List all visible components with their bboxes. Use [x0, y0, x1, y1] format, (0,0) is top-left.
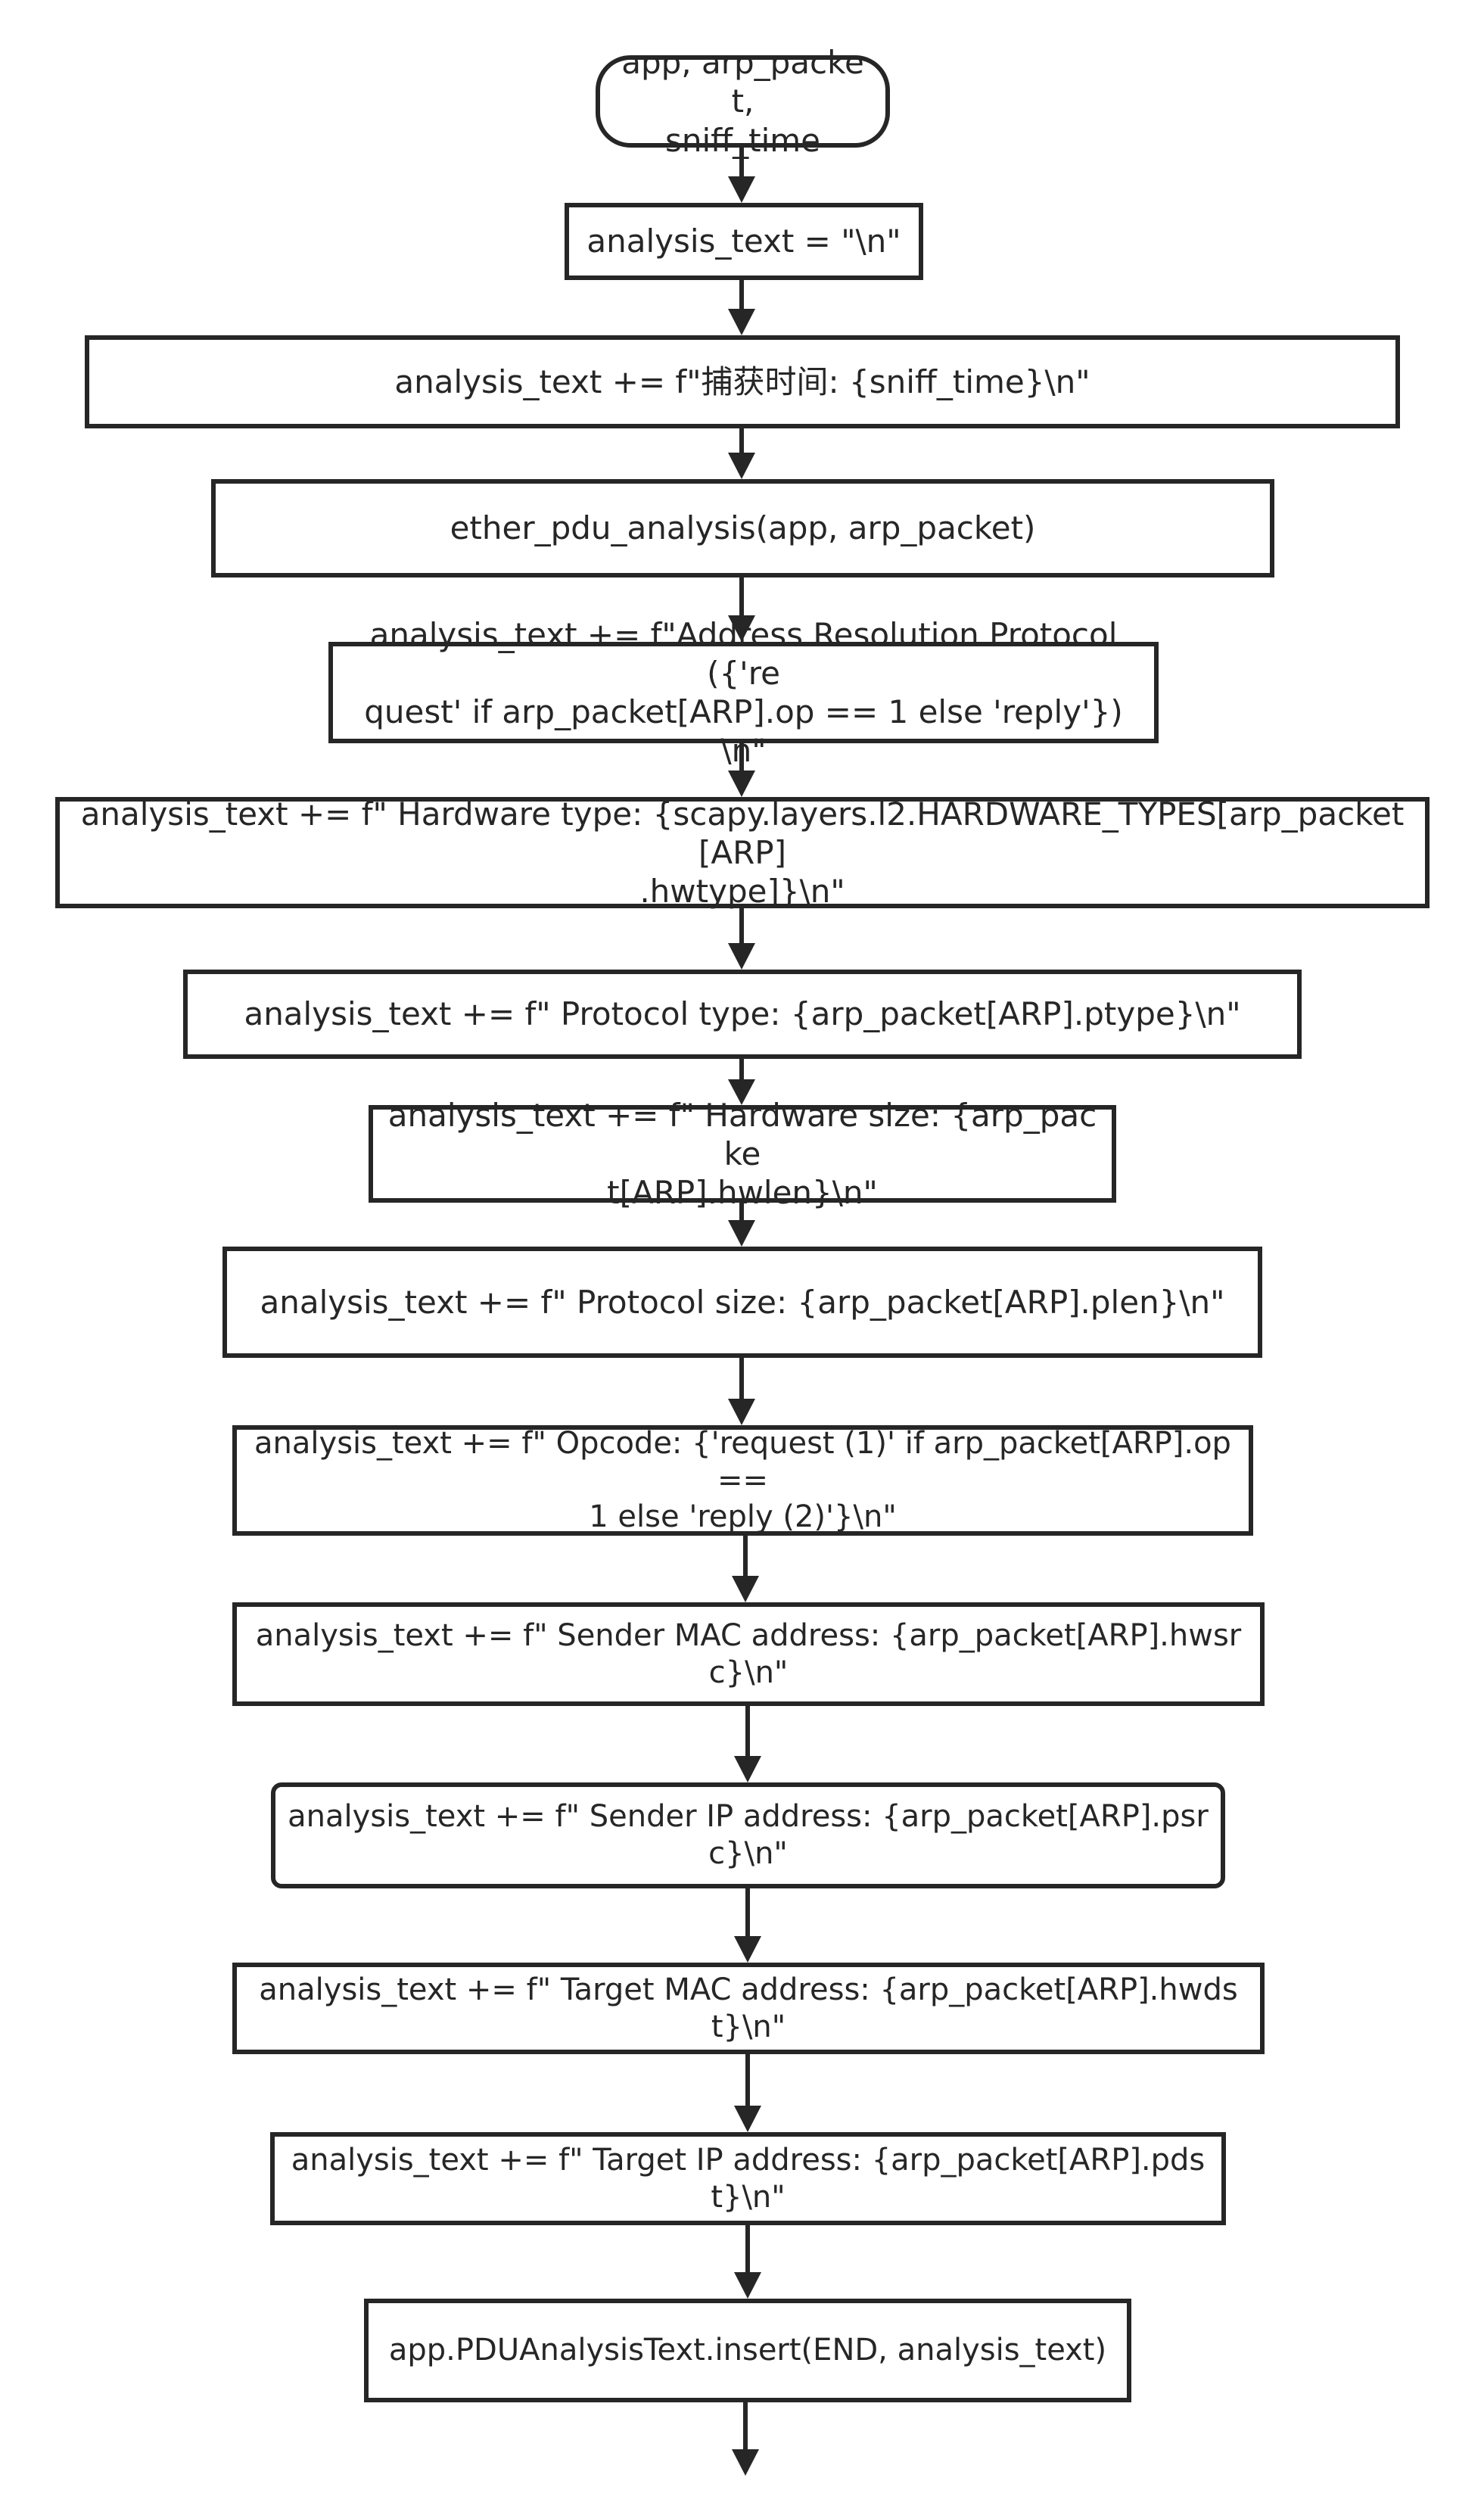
step-append-opcode: analysis_text += f" Opcode: {'request (1…: [232, 1425, 1253, 1536]
step-append-sender-ip: analysis_text += f" Sender IP address: {…: [271, 1782, 1225, 1888]
arrow-step5-to-step6: [728, 908, 755, 970]
arrow-step10-to-step11: [734, 1706, 761, 1782]
arrow-step9-to-step10: [732, 1536, 759, 1602]
arrow-step2-to-step3: [728, 428, 755, 479]
arrow-step6-to-step7: [728, 1059, 755, 1105]
step-append-hardware-size: analysis_text += f" Hardware size: {arp_…: [369, 1097, 1116, 1211]
arrow-step4-to-step5: [728, 743, 755, 797]
arrow-start-to-step1: [728, 148, 755, 203]
step-append-target-mac: analysis_text += f" Target MAC address: …: [232, 1963, 1265, 2054]
step-insert-analysis-text: app.PDUAnalysisText.insert(END, analysis…: [364, 2299, 1131, 2402]
arrow-step7-to-step8: [728, 1203, 755, 1247]
step-append-target-ip: analysis_text += f" Target IP address: {…: [270, 2132, 1226, 2225]
step-append-protocol-size: analysis_text += f" Protocol size: {arp_…: [222, 1247, 1262, 1358]
arrow-step13-to-step14: [734, 2225, 761, 2299]
arrow-step14-exit: [732, 2402, 759, 2476]
step-append-hardware-type: analysis_text += f" Hardware type: {scap…: [55, 795, 1430, 910]
step-ether-pdu-analysis: ether_pdu_analysis(app, arp_packet): [211, 479, 1274, 577]
step-append-capture-time: analysis_text += f"捕获时间: {sniff_time}\n": [85, 335, 1400, 428]
step-append-sender-mac: analysis_text += f" Sender MAC address: …: [232, 1602, 1265, 1706]
arrow-step11-to-step12: [734, 1888, 761, 1963]
step-init-analysis-text: analysis_text = "\n": [565, 203, 923, 280]
step-append-protocol-type: analysis_text += f" Protocol type: {arp_…: [183, 970, 1302, 1059]
step-append-arp-header: analysis_text += f"Address Resolution Pr…: [328, 616, 1159, 769]
start-node: app, arp_packet, sniff_time: [596, 44, 890, 159]
arrow-step1-to-step2: [728, 280, 755, 335]
arrow-step12-to-step13: [734, 2054, 761, 2132]
arrow-step8-to-step9: [728, 1358, 755, 1425]
arrow-step3-to-step4: [728, 577, 755, 642]
